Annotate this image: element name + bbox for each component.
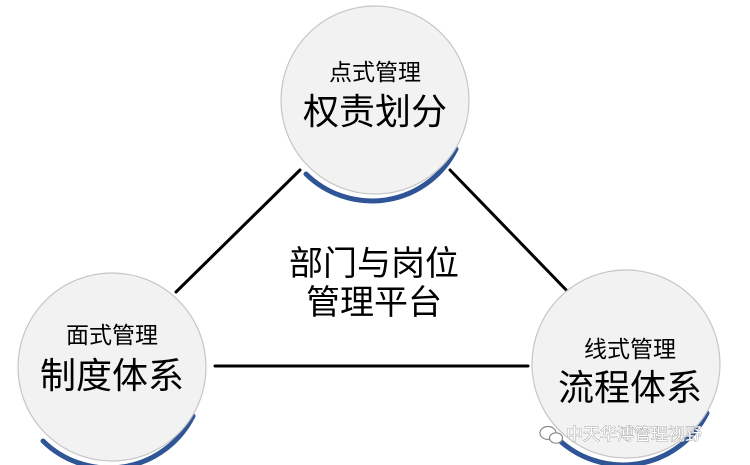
edge-top-right [448, 168, 574, 298]
node-top-title: 权责划分 [303, 92, 447, 133]
node-top-shadow [303, 146, 459, 204]
node-top-subtitle: 点式管理 [329, 60, 421, 86]
wechat-icon [539, 425, 564, 444]
node-right-title: 流程体系 [558, 368, 702, 409]
node-left-shadow [40, 413, 196, 465]
center-label-line-1: 部门与岗位 [289, 244, 459, 284]
node-right-subtitle: 线式管理 [584, 337, 676, 363]
node-left-subtitle: 面式管理 [66, 323, 158, 349]
node-right: 线式管理 流程体系 [531, 269, 721, 465]
edge-top-left [174, 168, 302, 294]
node-left-circle [17, 272, 207, 462]
node-left: 面式管理 制度体系 [17, 272, 207, 465]
node-right-shadow [554, 410, 710, 465]
center-label: 部门与岗位 管理平台 [289, 244, 459, 323]
watermark: 中天华溥管理视野 [539, 425, 702, 445]
watermark-text: 中天华溥管理视野 [566, 425, 702, 445]
edges [174, 168, 574, 368]
node-top: 点式管理 权责划分 [280, 5, 470, 204]
node-left-title: 制度体系 [40, 356, 184, 397]
node-right-circle [531, 269, 721, 459]
center-label-line-2: 管理平台 [306, 283, 442, 323]
node-top-circle [280, 5, 470, 195]
